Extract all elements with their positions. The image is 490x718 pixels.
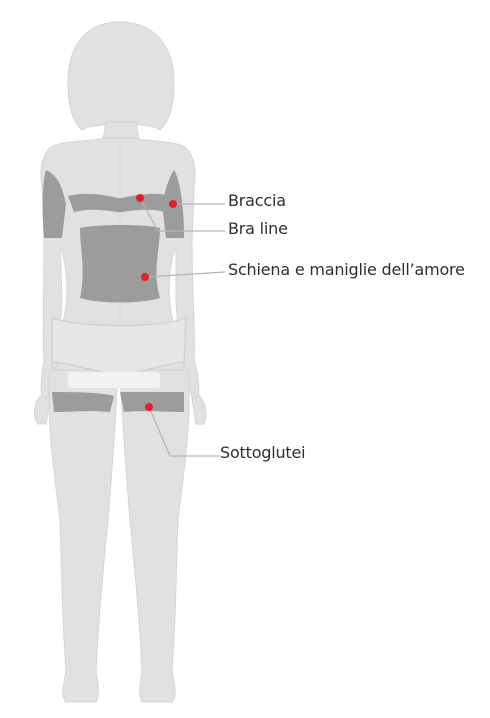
right-hand	[192, 396, 206, 424]
marker-under-buttocks	[145, 403, 153, 411]
zone-under-buttocks-left	[52, 392, 114, 412]
marker-back	[141, 273, 149, 281]
label-back: Schiena e maniglie dell’amore	[228, 260, 465, 279]
zone-back	[80, 225, 160, 303]
left-hand	[34, 396, 50, 424]
marker-bra-line	[136, 194, 144, 202]
buttocks-highlight	[68, 372, 160, 388]
marker-arms	[169, 200, 177, 208]
label-arms: Braccia	[228, 191, 286, 210]
head	[68, 22, 174, 130]
label-under-buttocks: Sottoglutei	[220, 443, 305, 462]
label-bra-line: Bra line	[228, 219, 288, 238]
left-leg	[49, 370, 118, 702]
